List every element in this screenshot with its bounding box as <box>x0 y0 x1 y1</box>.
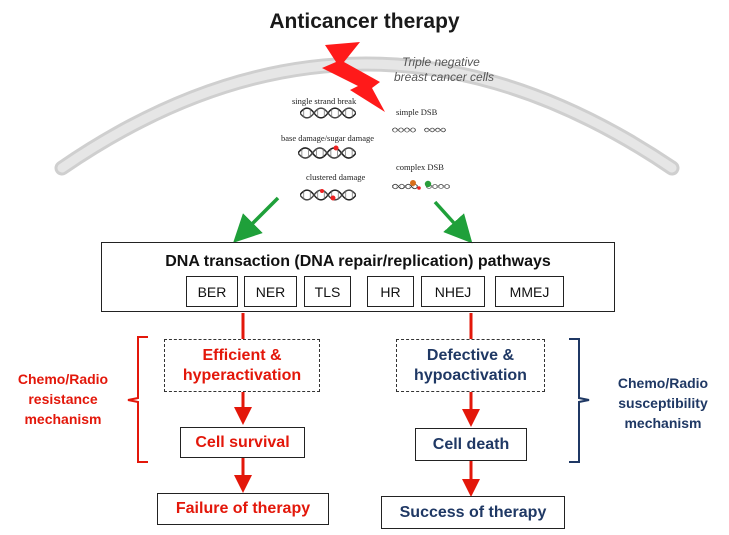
hypoactivation-line: hypoactivation <box>414 366 527 384</box>
resistance-line-2: resistance <box>28 391 98 407</box>
label-base-sugar-damage: base damage/sugar damage <box>281 133 374 143</box>
success-of-therapy-box: Success of therapy <box>381 496 565 529</box>
pathway-nhej: NHEJ <box>421 276 485 307</box>
arrow-left-damage <box>233 196 280 243</box>
cell-death-box: Cell death <box>415 428 527 461</box>
susceptibility-line-3: mechanism <box>624 415 702 431</box>
defective-line: Defective & <box>426 346 515 364</box>
page-title: Anticancer therapy <box>269 10 460 33</box>
lightning-bolt-icon <box>322 42 385 112</box>
cell-label-line-2: breast cancer cells <box>394 70 495 84</box>
defective-hypoactivation-box: Defective & hypoactivation <box>396 339 545 392</box>
susceptibility-line-1: Chemo/Radio <box>617 375 709 391</box>
pathways-box <box>101 242 615 312</box>
dna-helix-icon <box>424 127 446 133</box>
susceptibility-mechanism-label: Chemo/Radio susceptibility mechanism <box>600 373 726 433</box>
label-single-strand-break: single strand break <box>292 96 357 106</box>
pathway-mmej: MMEJ <box>495 276 564 307</box>
pathway-ber: BER <box>186 276 238 307</box>
cell-survival-box: Cell survival <box>180 427 305 458</box>
dna-helix-icon <box>298 147 356 159</box>
susceptibility-line-2: susceptibility <box>618 395 708 411</box>
resistance-mechanism-label: Chemo/Radio resistance mechanism <box>4 369 122 429</box>
resistance-brace <box>127 336 148 463</box>
dna-helix-icon <box>300 107 356 119</box>
arrow-right-damage <box>433 200 473 244</box>
pathway-hr: HR <box>367 276 414 307</box>
label-clustered-damage: clustered damage <box>306 172 366 182</box>
pathway-ner: NER <box>244 276 297 307</box>
pathway-tls: TLS <box>304 276 351 307</box>
cell-label: Triple negative breast cancer cells <box>394 55 494 85</box>
efficient-line: Efficient & <box>202 346 282 364</box>
label-simple-dsb: simple DSB <box>396 107 438 117</box>
susceptibility-brace <box>569 338 590 463</box>
resistance-line-3: mechanism <box>24 411 102 427</box>
dna-helix-icon <box>392 127 416 133</box>
dna-helix-icon <box>300 189 356 201</box>
resistance-line-1: Chemo/Radio <box>17 371 109 387</box>
efficient-hyperactivation-box: Efficient & hyperactivation <box>164 339 320 392</box>
failure-of-therapy-box: Failure of therapy <box>157 493 329 525</box>
hyperactivation-line: hyperactivation <box>182 366 302 384</box>
pathways-title: DNA transaction (DNA repair/replication)… <box>165 253 551 270</box>
cell-label-line-1: Triple negative <box>402 55 480 69</box>
label-complex-dsb: complex DSB <box>396 162 444 172</box>
